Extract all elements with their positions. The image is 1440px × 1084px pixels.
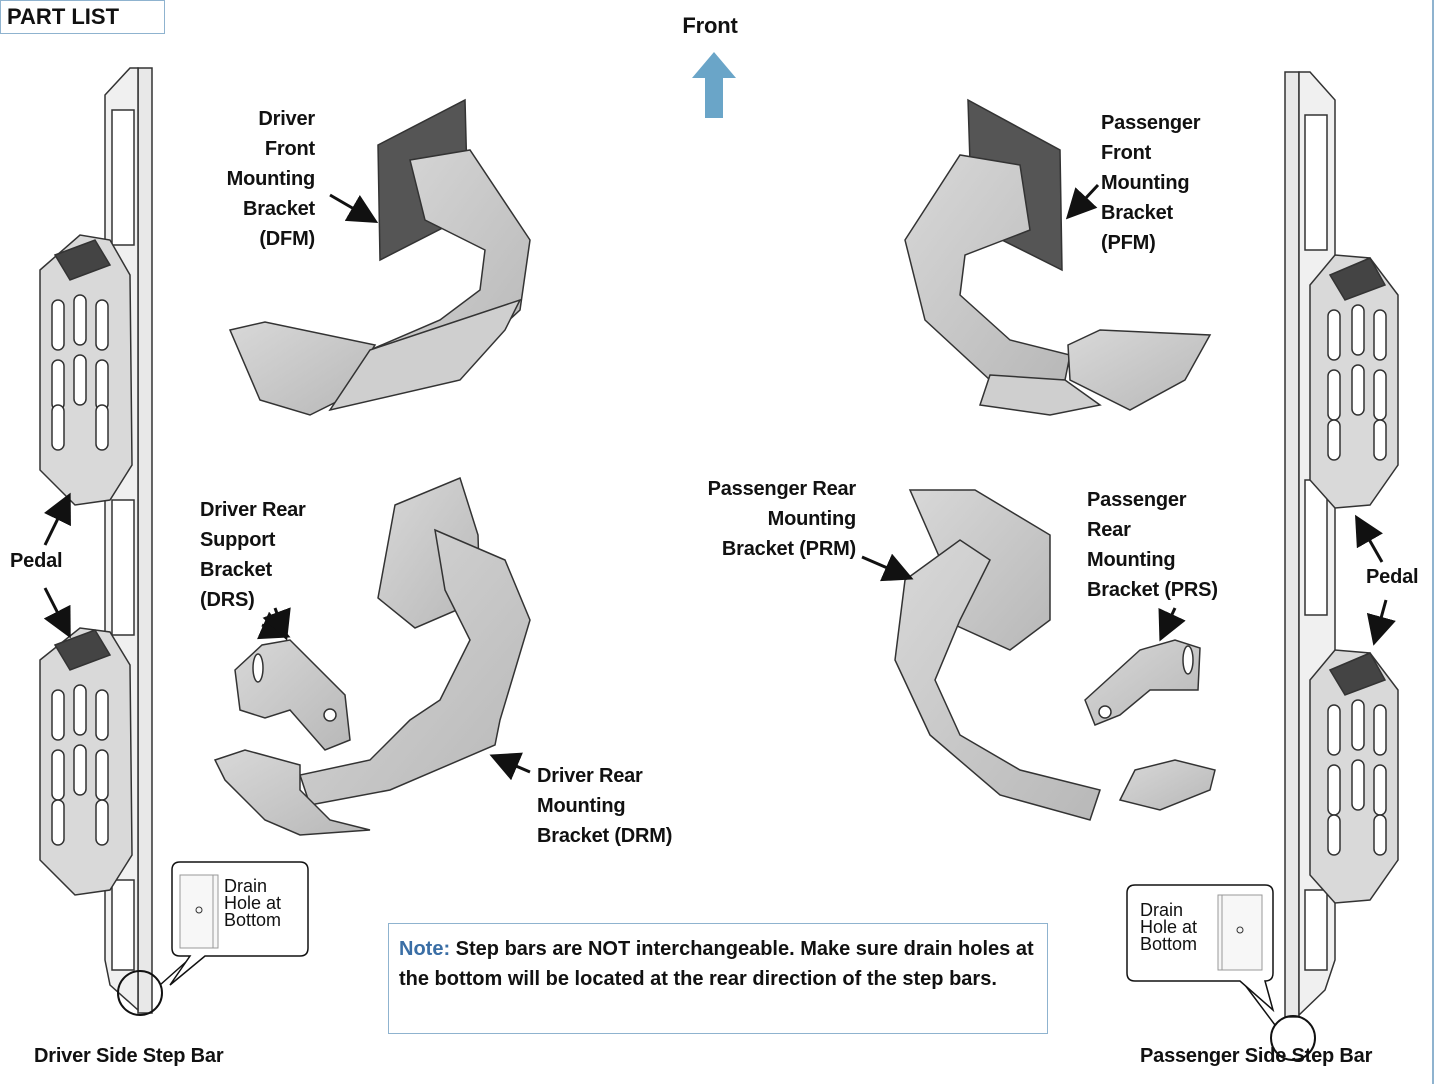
pfm-bracket-drawing: [904, 98, 1212, 416]
part-list-tab: PART LIST: [0, 0, 165, 34]
dfm-bracket-drawing: [228, 98, 531, 416]
passenger-step-bar-drawing: [1284, 71, 1399, 1018]
drm-bracket-drawing: [213, 476, 531, 836]
note-text: Step bars are NOT interchangeable. Make …: [399, 938, 1034, 990]
dfm-label: Driver Front Mounting Bracket (DFM): [226, 108, 316, 250]
drm-label: Driver Rear Mounting Bracket (DRM): [537, 765, 673, 847]
driver-step-bar-label: Driver Side Step Bar: [34, 1045, 224, 1067]
pfm-label: Passenger Front Mounting Bracket (PFM): [1101, 112, 1201, 254]
driver-step-bar-drawing: [39, 67, 153, 1014]
leader-arrows: [43, 183, 1396, 781]
passenger-step-bar-label: Passenger Side Step Bar: [1140, 1045, 1373, 1067]
drain-callout-right: [1126, 884, 1275, 1013]
drain-hole-text-left: Drain Hole at Bottom: [224, 876, 282, 930]
drain-hole-marker-right: [1270, 1015, 1316, 1061]
drain-hole-text-right: Drain Hole at Bottom: [1140, 900, 1198, 954]
front-arrow-icon: [692, 52, 736, 118]
pedal-label-left: Pedal: [10, 550, 63, 572]
prs-bracket-drawing: [1084, 639, 1201, 726]
prm-label: Passenger Rear Mounting Bracket (PRM): [707, 478, 857, 560]
drain-callout-left: [169, 861, 309, 986]
drain-hole-marker-left: [117, 970, 163, 1016]
note-box: Note: Step bars are NOT interchangeable.…: [388, 923, 1048, 1034]
prs-label: Passenger Rear Mounting Bracket (PRS): [1087, 489, 1218, 601]
drs-bracket-drawing: [234, 639, 351, 751]
drs-label: Driver Rear Support Bracket (DRS): [200, 499, 306, 611]
prm-bracket-drawing: [894, 489, 1216, 821]
frame-right-line: [1432, 0, 1434, 1084]
note-prefix: Note:: [399, 938, 451, 960]
front-label: Front: [682, 13, 738, 38]
pedal-label-right: Pedal: [1366, 566, 1419, 588]
